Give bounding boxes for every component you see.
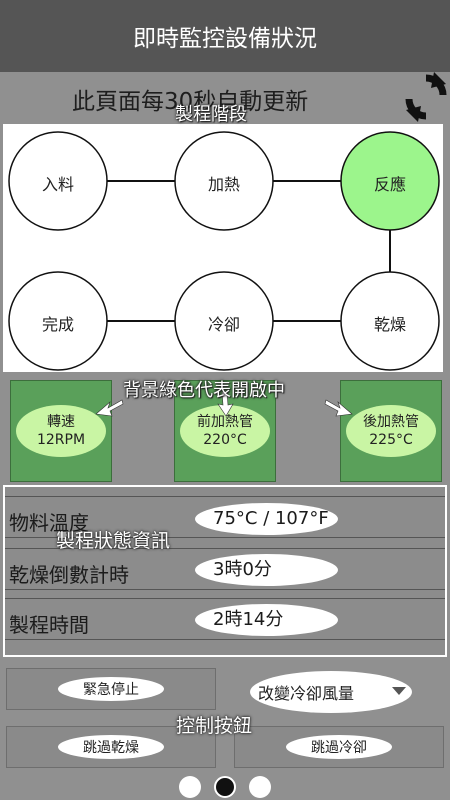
refresh-icon[interactable]: [404, 72, 448, 122]
stage-label-react: 反應: [373, 175, 406, 194]
device-hint-label: 背景綠色代表開啟中: [123, 380, 285, 401]
device-value: 220°C: [203, 432, 247, 448]
info-label: 物料溫度: [9, 511, 89, 535]
info-row: 乾燥倒數計時 3時0分: [5, 548, 445, 590]
info-value: 2時14分: [195, 604, 338, 636]
stage-circle-react: [340, 131, 440, 231]
hint-arrows: [95, 391, 353, 417]
device-name: 後加熱管: [363, 414, 419, 430]
stage-circle-dry: [340, 271, 440, 371]
pager-dot-active[interactable]: [214, 776, 236, 798]
stage-label-cool: 冷卻: [207, 315, 240, 334]
stage-label-complete: 完成: [41, 315, 74, 334]
info-value: 75°C / 107°F: [195, 503, 338, 535]
stage-circle-complete: [8, 271, 108, 371]
info-row: 製程時間 2時14分: [5, 598, 445, 640]
stage-circle-feed: [8, 131, 108, 231]
info-value: 3時0分: [195, 554, 338, 586]
stage-circle-heat: [174, 131, 274, 231]
info-overlay-label: 製程狀態資訊: [56, 530, 171, 552]
info-label: 乾燥倒數計時: [9, 563, 129, 587]
skip-cooling-label: 跳過冷卻: [286, 735, 392, 759]
device-value: 225°C: [369, 432, 413, 448]
chevron-down-icon: [392, 687, 406, 695]
device-badge-rear-heater: 後加熱管 225°C: [346, 405, 436, 457]
device-name: 轉速: [47, 414, 75, 430]
title-bar: 即時監控設備狀況: [0, 0, 450, 72]
stage-label-heat: 加熱: [207, 175, 240, 194]
stage-circle-cool: [174, 271, 274, 371]
emergency-stop-label: 緊急停止: [58, 677, 164, 701]
auto-refresh-note: 此頁面每30秒自動更新: [72, 89, 309, 115]
stage-flow-diagram: [8, 131, 440, 371]
pager-dot[interactable]: [179, 776, 201, 798]
stage-overlay-label: 製程階段: [175, 104, 247, 125]
device-badge-rpm: 轉速 12RPM: [16, 405, 106, 457]
refresh-row: 此頁面每30秒自動更新: [0, 72, 450, 124]
info-row: 物料溫度 75°C / 107°F: [5, 496, 445, 538]
page-title: 即時監控設備狀況: [133, 26, 317, 52]
arrow-icon: [217, 391, 234, 417]
stage-label-feed: 入料: [41, 175, 74, 194]
device-value: 12RPM: [36, 432, 86, 448]
skip-drying-label: 跳過乾燥: [58, 735, 164, 759]
arrow-icon: [324, 399, 353, 417]
stage-label-dry: 乾燥: [373, 315, 406, 334]
process-info-panel: 物料溫度 75°C / 107°F 乾燥倒數計時 3時0分 製程時間 2時14分: [3, 485, 447, 657]
cooling-fan-select[interactable]: 改變冷卻風量: [250, 671, 412, 713]
process-stage-panel: 入料 加熱 反應 完成 冷卻 乾燥: [3, 124, 443, 372]
controls-overlay-label: 控制按鈕: [176, 715, 253, 737]
pager-dot[interactable]: [249, 776, 271, 798]
arrow-icon: [95, 399, 124, 417]
device-name: 前加熱管: [197, 414, 253, 430]
info-label: 製程時間: [9, 613, 89, 637]
cooling-fan-select-value: 改變冷卻風量: [258, 684, 355, 703]
